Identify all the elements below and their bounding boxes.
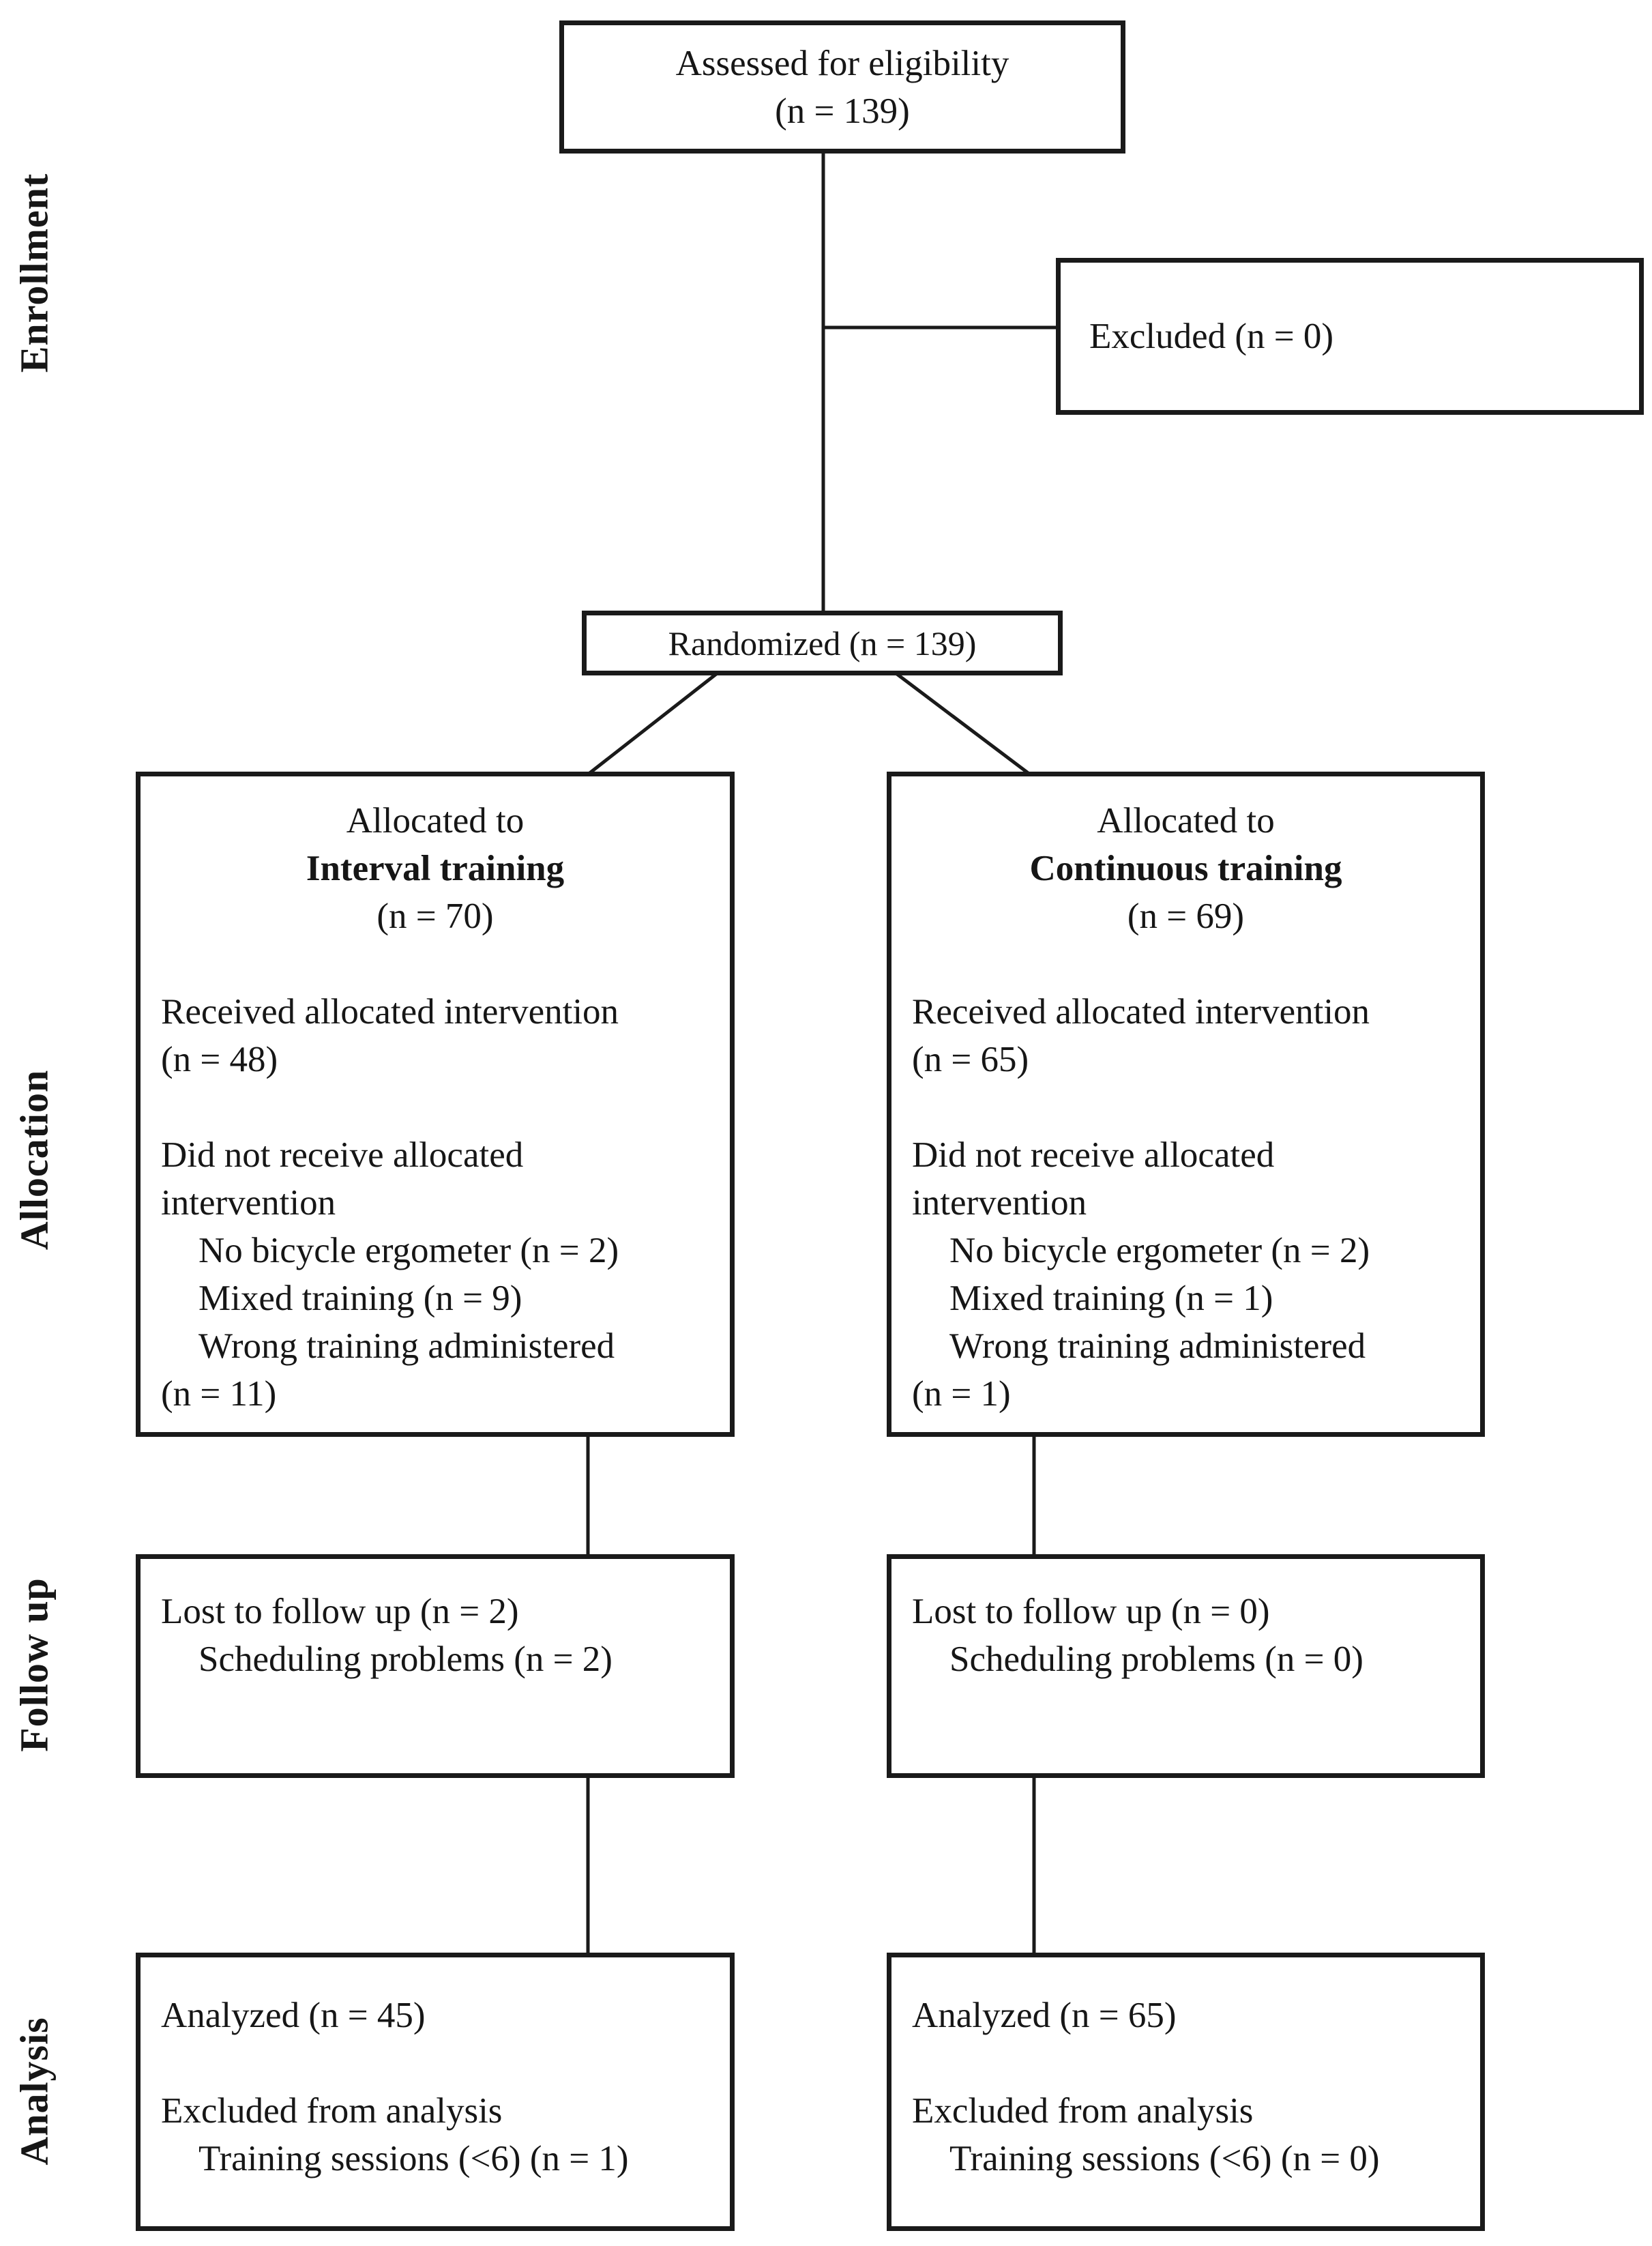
spacer <box>161 2039 723 2087</box>
continuous-reason-wrong-training: Wrong training administered <box>949 1326 1366 1366</box>
interval-reason-mixed-training: Mixed training (n = 9) <box>198 1279 522 1318</box>
continuous-reason-wrong-training-count: (n = 1) <box>912 1374 1011 1414</box>
interval-reason-no-ergometer: No bicycle ergometer (n = 2) <box>198 1231 619 1270</box>
continuous-lost-followup: Lost to follow up (n = 0) <box>912 1592 1270 1631</box>
spacer <box>912 1083 1473 1131</box>
continuous-analyzed-count: Analyzed (n = 65) <box>912 1996 1177 2035</box>
continuous-received-label: Received allocated intervention <box>912 992 1370 1032</box>
diagonal-to-continuous <box>896 673 1031 776</box>
followup-continuous-box: Lost to follow up (n = 0) Scheduling pro… <box>887 1554 1485 1778</box>
continuous-header: Allocated to <box>1097 801 1275 841</box>
spacer <box>141 940 730 988</box>
randomized-text: Randomized (n = 139) <box>668 624 977 662</box>
excluded-text: Excluded (n = 0) <box>1089 317 1334 356</box>
interval-group-name: Interval training <box>306 849 565 888</box>
excluded-box: Excluded (n = 0) <box>1056 258 1644 415</box>
continuous-allocated-count: (n = 69) <box>1127 896 1245 936</box>
continuous-training-sessions-excluded: Training sessions (<6) (n = 0) <box>949 2139 1380 2178</box>
randomized-box: Randomized (n = 139) <box>582 611 1063 675</box>
continuous-received-count: (n = 65) <box>912 1040 1029 1079</box>
stage-label-allocation: Allocation <box>12 1069 57 1251</box>
assessed-line1: Assessed for eligibility <box>675 43 1009 83</box>
allocation-continuous-box: Allocated to Continuous training (n = 69… <box>887 772 1485 1437</box>
analysis-continuous-box: Analyzed (n = 65) Excluded from analysis… <box>887 1953 1485 2231</box>
continuous-reason-mixed-training: Mixed training (n = 1) <box>949 1279 1273 1318</box>
stage-label-analysis: Analysis <box>12 2017 57 2165</box>
interval-training-sessions-excluded: Training sessions (<6) (n = 1) <box>198 2139 629 2178</box>
interval-received-count: (n = 48) <box>161 1040 278 1079</box>
interval-header: Allocated to <box>346 801 525 841</box>
analysis-interval-box: Analyzed (n = 45) Excluded from analysis… <box>136 1953 735 2231</box>
diagonal-to-interval <box>587 673 718 776</box>
followup-interval-box: Lost to follow up (n = 2) Scheduling pro… <box>136 1554 735 1778</box>
continuous-not-received-label1: Did not receive allocated <box>912 1135 1275 1175</box>
continuous-not-received-label2: intervention <box>912 1183 1087 1223</box>
continuous-excluded-from-analysis: Excluded from analysis <box>912 2091 1254 2131</box>
continuous-scheduling-problems: Scheduling problems (n = 0) <box>949 1639 1363 1679</box>
spacer <box>912 2039 1473 2087</box>
spacer <box>161 1083 723 1131</box>
stage-label-follow-up: Follow up <box>12 1577 57 1752</box>
interval-excluded-from-analysis: Excluded from analysis <box>161 2091 503 2131</box>
continuous-reason-no-ergometer: No bicycle ergometer (n = 2) <box>949 1231 1370 1270</box>
assessed-count: (n = 139) <box>775 91 910 131</box>
interval-not-received-label1: Did not receive allocated <box>161 1135 524 1175</box>
interval-allocated-count: (n = 70) <box>377 896 494 936</box>
interval-not-received-label2: intervention <box>161 1183 336 1223</box>
interval-lost-followup: Lost to follow up (n = 2) <box>161 1592 519 1631</box>
interval-reason-wrong-training-count: (n = 11) <box>161 1374 277 1414</box>
continuous-group-name: Continuous training <box>1029 849 1342 888</box>
spacer <box>891 940 1480 988</box>
interval-received-label: Received allocated intervention <box>161 992 619 1032</box>
assessed-for-eligibility-box: Assessed for eligibility (n = 139) <box>559 20 1125 154</box>
allocation-interval-box: Allocated to Interval training (n = 70) … <box>136 772 735 1437</box>
interval-analyzed-count: Analyzed (n = 45) <box>161 1996 426 2035</box>
interval-reason-wrong-training: Wrong training administered <box>198 1326 615 1366</box>
stage-label-enrollment: Enrollment <box>12 173 57 373</box>
interval-scheduling-problems: Scheduling problems (n = 2) <box>198 1639 613 1679</box>
